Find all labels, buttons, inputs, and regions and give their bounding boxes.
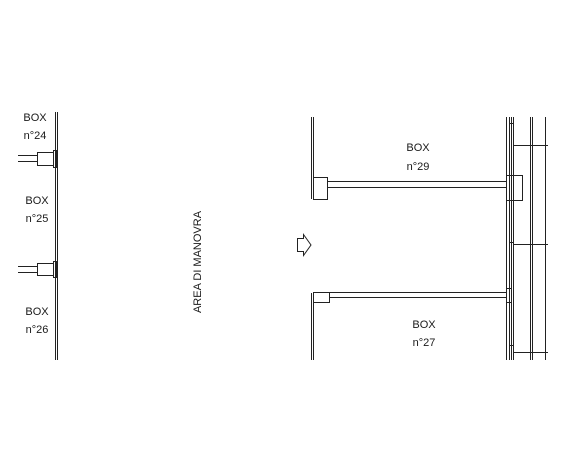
box-26-label: BOX bbox=[25, 306, 49, 318]
box-29-number: n°29 bbox=[407, 161, 430, 173]
box-27-number: n°27 bbox=[413, 337, 436, 349]
left-wall bbox=[55, 112, 58, 360]
partition-24-25 bbox=[18, 150, 57, 168]
box-26-number: n°26 bbox=[26, 324, 49, 336]
arrow-right-outline-icon bbox=[297, 232, 312, 258]
box-25-label: BOX bbox=[25, 195, 49, 207]
right-outer-wall bbox=[506, 117, 548, 360]
box-25-number: n°25 bbox=[26, 213, 49, 225]
box-24-number: n°24 bbox=[24, 130, 47, 142]
partition-29 bbox=[313, 175, 523, 201]
box-27-label: BOX bbox=[412, 319, 436, 331]
box-29-label: BOX bbox=[406, 142, 430, 154]
right-inner-wall bbox=[311, 117, 314, 360]
box-24-label: BOX bbox=[23, 112, 47, 124]
partition-27 bbox=[313, 288, 512, 303]
maneuver-area-label: AREA DI MANOVRA bbox=[192, 210, 204, 313]
partition-25-26 bbox=[18, 261, 57, 278]
